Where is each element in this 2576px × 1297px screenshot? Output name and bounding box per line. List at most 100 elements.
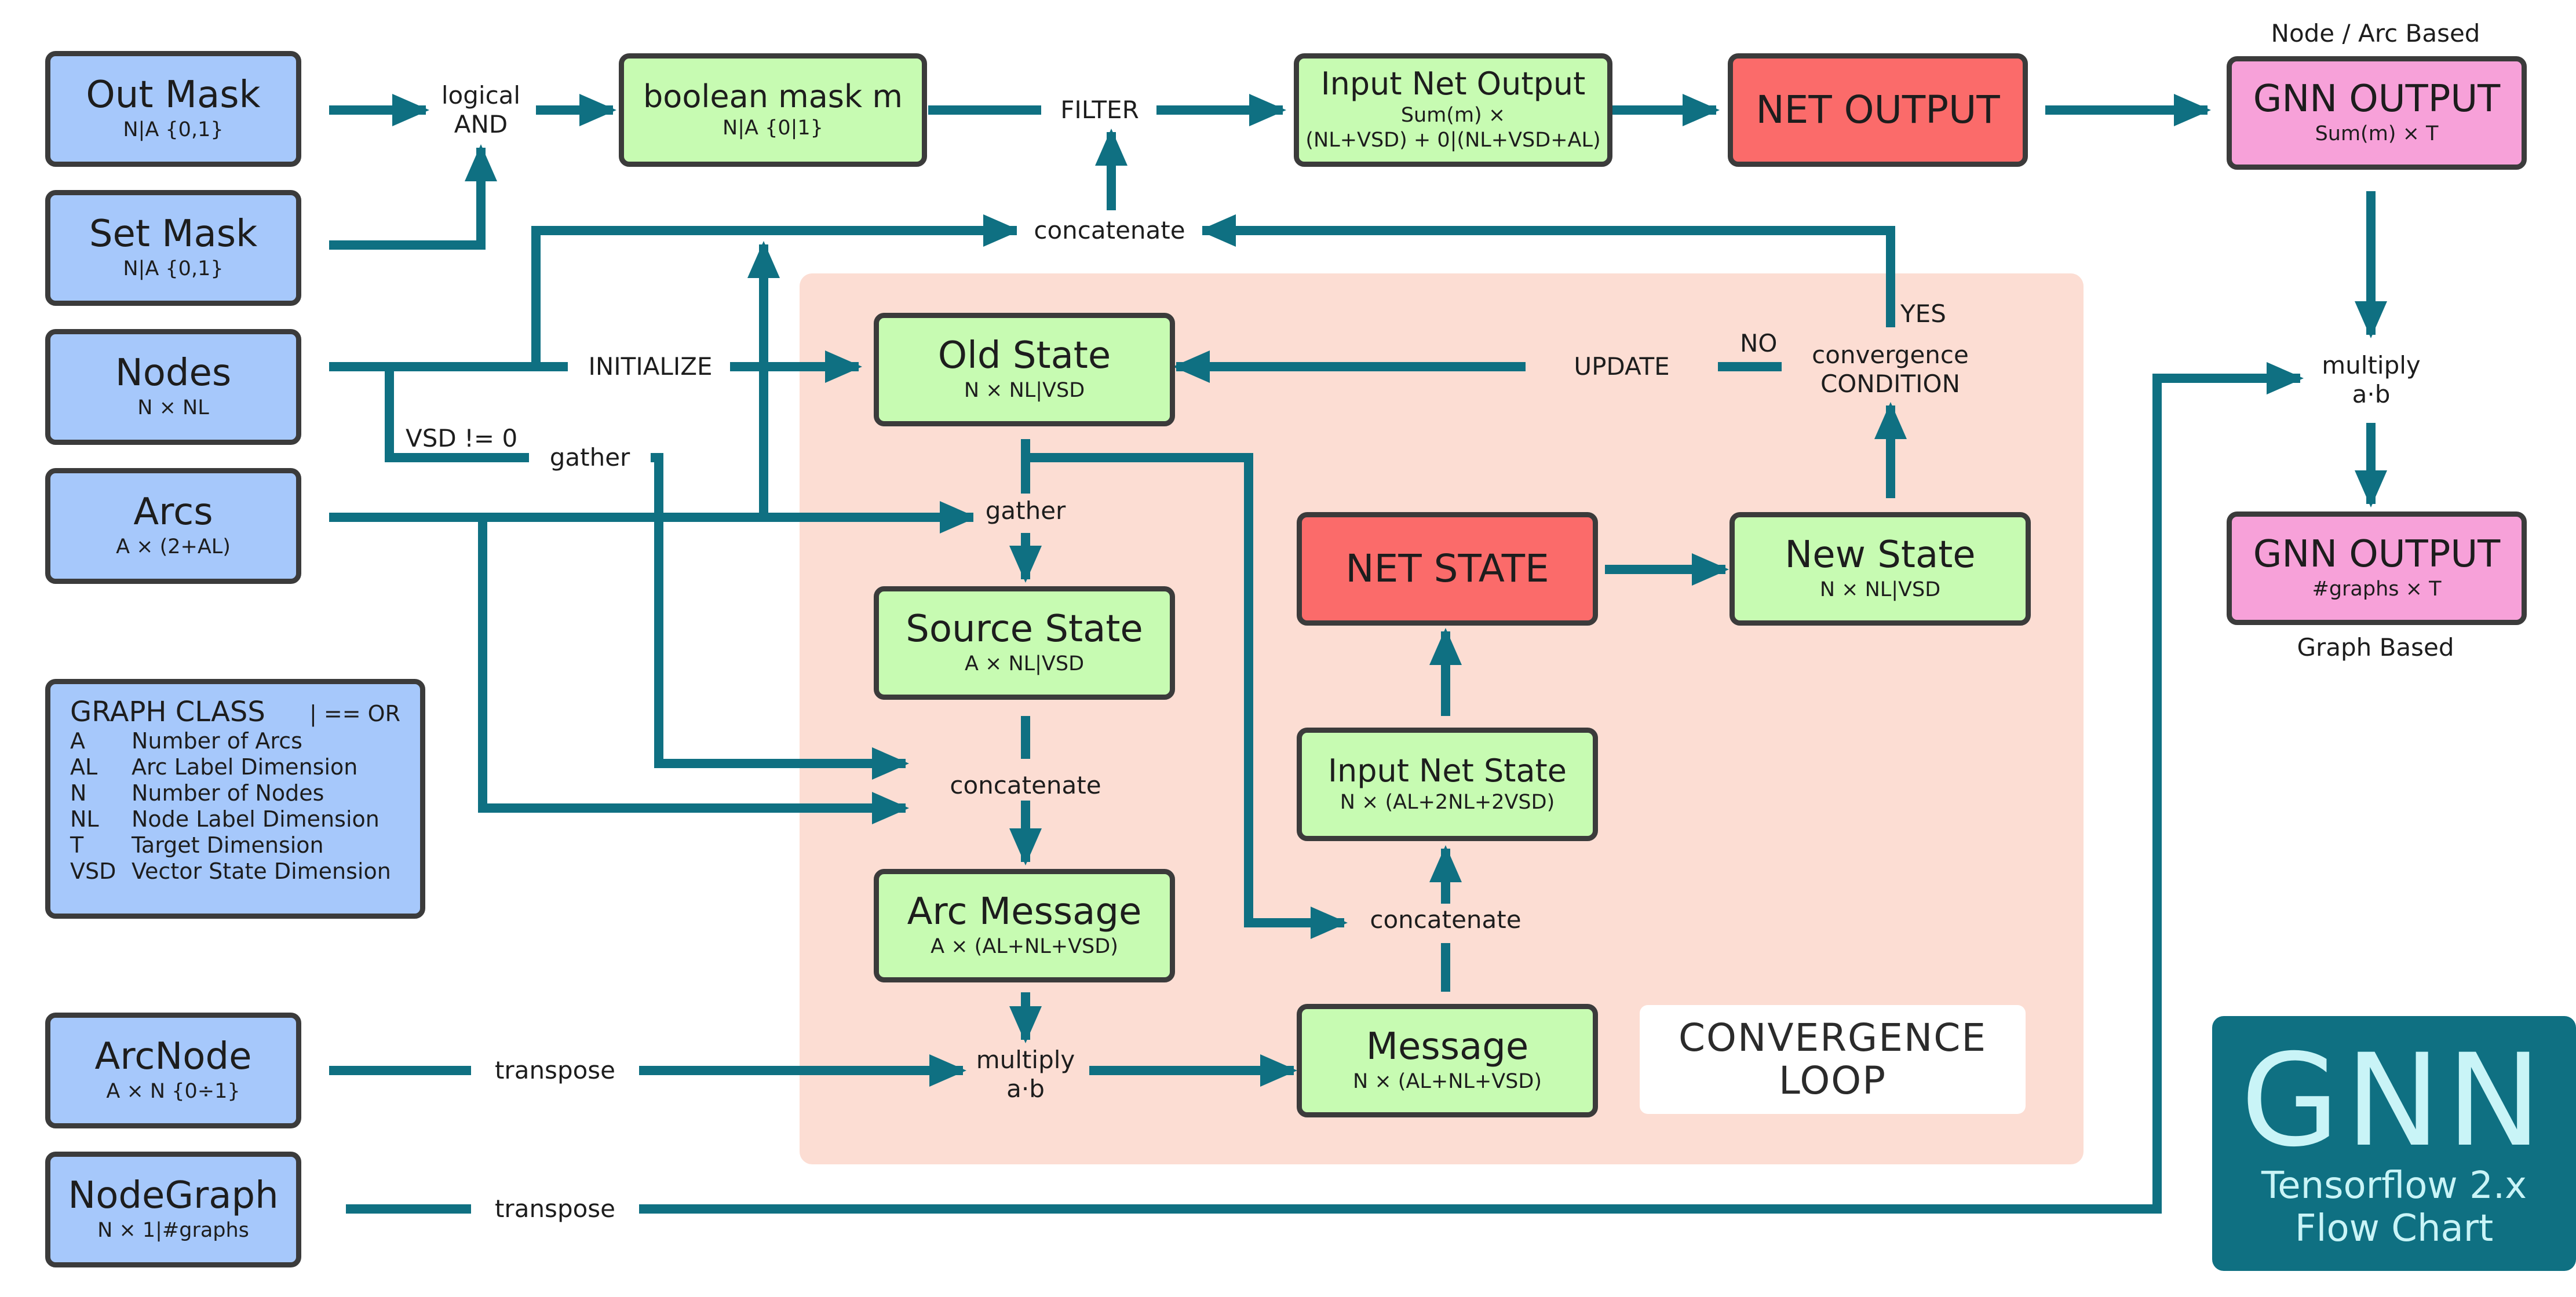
vsd-not-zero-label: VSD != 0 <box>406 424 518 452</box>
multiply-loop-line1: multiply <box>976 1046 1075 1074</box>
message-shape: N × (AL+NL+VSD) <box>1353 1070 1542 1094</box>
new-state-shape: N × NL|VSD <box>1819 578 1941 602</box>
boolean-mask-shape: N|A {0|1} <box>723 116 823 140</box>
graph-based-label: Graph Based <box>2297 633 2454 662</box>
source-state-node: Source State A × NL|VSD <box>874 586 1175 700</box>
gnn-output-node-based: GNN OUTPUT Sum(m) × T <box>2227 56 2527 170</box>
new-state-title: New State <box>1785 534 1976 577</box>
legend-desc: Arc Label Dimension <box>132 754 358 780</box>
gnn-output-graph-based: GNN OUTPUT #graphs × T <box>2227 512 2527 625</box>
multiply-ab-loop-label: multiply a·b <box>962 1046 1089 1104</box>
arcnode-node: ArcNode A × N {0÷1} <box>45 1013 301 1128</box>
legend-desc: Target Dimension <box>132 832 324 858</box>
arcnode-title: ArcNode <box>94 1035 252 1079</box>
arcs-node: Arcs A × (2+AL) <box>45 468 301 584</box>
multiply-right-line2: a·b <box>2352 380 2391 408</box>
multiply-ab-right-label: multiply a·b <box>2309 351 2433 409</box>
concatenate-top-label: concatenate <box>1017 216 1202 245</box>
edge-vsd-gather-to-concatenate-mid <box>651 453 909 780</box>
out-mask-shape: N|A {0,1} <box>123 118 224 142</box>
input-net-output-title: Input Net Output <box>1320 65 1586 103</box>
nodes-shape: N × NL <box>137 396 209 420</box>
convergence-loop-caption: CONVERGENCE LOOP <box>1640 1005 2026 1114</box>
nodes-node: Nodes N × NL <box>45 329 301 445</box>
input-net-output-shape-line2: (NL+VSD) + 0|(NL+VSD+AL) <box>1305 129 1601 152</box>
nodes-title: Nodes <box>115 352 232 395</box>
set-mask-title: Set Mask <box>89 213 258 256</box>
multiply-loop-line2: a·b <box>1006 1075 1045 1103</box>
arc-message-shape: A × (AL+NL+VSD) <box>931 935 1118 959</box>
arcs-title: Arcs <box>133 491 213 534</box>
nodegraph-node: NodeGraph N × 1|#graphs <box>45 1152 301 1267</box>
concatenate-mid-label: concatenate <box>927 771 1124 800</box>
edge-old-state-to-concatenate-right <box>1026 453 1348 939</box>
old-state-title: Old State <box>937 334 1111 378</box>
legend-key: T <box>70 832 84 858</box>
arcs-shape: A × (2+AL) <box>116 535 231 559</box>
concatenate-right-label: concatenate <box>1350 905 1541 934</box>
logical-and-label: logical AND <box>426 81 536 139</box>
edge-transpose-to-multiply-right <box>639 362 2304 1214</box>
update-label: UPDATE <box>1526 352 1718 381</box>
yes-label: YES <box>1900 299 1946 328</box>
filter-label: FILTER <box>1043 96 1156 125</box>
gnn-output-graph-title: GNN OUTPUT <box>2253 533 2501 576</box>
legend-desc: Number of Nodes <box>132 780 324 806</box>
multiply-right-line1: multiply <box>2322 351 2421 379</box>
nodegraph-title: NodeGraph <box>68 1174 279 1218</box>
out-mask-title: Out Mask <box>86 74 261 117</box>
legend-desc: Vector State Dimension <box>132 858 391 884</box>
edge-setmask-to-and <box>329 144 497 250</box>
convergence-condition-label: convergence CONDITION <box>1782 341 1999 399</box>
source-state-shape: A × NL|VSD <box>964 652 1085 676</box>
logical-and-line2: AND <box>454 110 508 138</box>
legend-row: N Number of Nodes <box>70 780 400 806</box>
legend-or-note: | == OR <box>309 701 400 726</box>
condition-line2: CONDITION <box>1820 370 1961 398</box>
old-state-shape: N × NL|VSD <box>964 379 1085 403</box>
gather-outer-label: gather <box>529 443 651 472</box>
gnn-logo-text: GNN <box>2241 1026 2548 1175</box>
legend-desc: Number of Arcs <box>132 728 302 754</box>
legend-key: NL <box>70 806 99 832</box>
legend-header: GRAPH CLASS | == OR <box>70 696 400 728</box>
gnn-output-node-shape: Sum(m) × T <box>2315 122 2439 146</box>
legend-row: T Target Dimension <box>70 832 400 858</box>
legend-title: GRAPH CLASS <box>70 696 265 728</box>
boolean-mask-title: boolean mask m <box>643 78 903 115</box>
input-net-state-title: Input Net State <box>1328 752 1567 789</box>
logical-and-line1: logical <box>441 81 521 109</box>
set-mask-node: Set Mask N|A {0,1} <box>45 190 301 306</box>
node-arc-based-label: Node / Arc Based <box>2271 19 2480 48</box>
initialize-label: INITIALIZE <box>571 352 730 381</box>
no-label: NO <box>1740 329 1778 357</box>
input-net-state-shape: N × (AL+2NL+2VSD) <box>1340 790 1555 814</box>
edge-condition-yes-to-concatenate-top <box>1199 214 1895 327</box>
input-net-state-node: Input Net State N × (AL+2NL+2VSD) <box>1297 728 1598 841</box>
condition-line1: convergence <box>1812 341 1969 369</box>
brand-line1: Tensorflow 2.x <box>2261 1164 2527 1207</box>
gnn-output-node-title: GNN OUTPUT <box>2253 78 2501 121</box>
old-state-node: Old State N × NL|VSD <box>874 313 1175 426</box>
edge-nodes-to-concatenate-top <box>329 214 1020 371</box>
input-net-output-node: Input Net Output Sum(m) × (NL+VSD) + 0|(… <box>1294 53 1612 167</box>
arc-message-node: Arc Message A × (AL+NL+VSD) <box>874 869 1175 982</box>
transpose-arcnode-label: transpose <box>471 1056 639 1085</box>
nodegraph-shape: N × 1|#graphs <box>97 1219 249 1243</box>
arcnode-shape: A × N {0÷1} <box>106 1080 240 1104</box>
net-output-node: NET OUTPUT <box>1728 53 2028 167</box>
arc-message-title: Arc Message <box>907 890 1142 934</box>
edge-nodes-to-vsd-gather <box>385 367 529 462</box>
boolean-mask-node: boolean mask m N|A {0|1} <box>619 53 927 167</box>
net-output-title: NET OUTPUT <box>1756 87 2000 133</box>
source-state-title: Source State <box>906 608 1143 651</box>
legend-key: N <box>70 780 87 806</box>
convergence-loop-line1: CONVERGENCE <box>1678 1015 1987 1060</box>
message-node: Message N × (AL+NL+VSD) <box>1297 1004 1598 1117</box>
message-title: Message <box>1366 1025 1529 1069</box>
